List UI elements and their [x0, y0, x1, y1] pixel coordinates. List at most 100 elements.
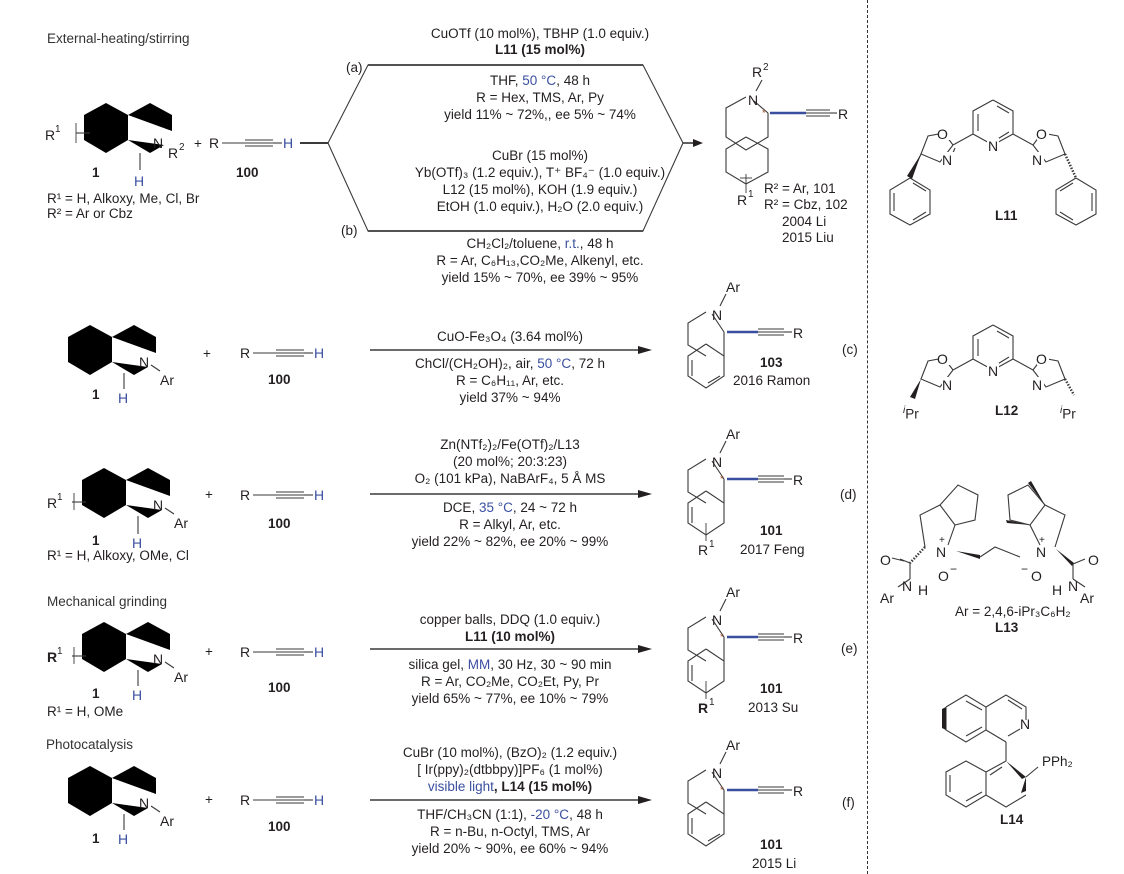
svg-text:R: R [793, 472, 803, 488]
route-b-ligand: L12 (15 mol%), KOH (1.9 equiv.) [442, 182, 638, 197]
route-e-ligand: L11 (10 mol%) [464, 629, 556, 644]
r1-substituents-d: R¹ = H, Alkoxy, OMe, Cl [47, 548, 189, 563]
reaction-arrow-f [370, 796, 652, 804]
product-102-label: R² = Cbz, 102 [764, 196, 848, 213]
reaction-arrow-c [370, 346, 652, 354]
svg-text:N: N [712, 765, 722, 781]
cond-text: THF/CH₃CN (1:1), [417, 807, 531, 822]
svg-text:O: O [1031, 568, 1042, 584]
cond-text: , 48 h [579, 236, 614, 251]
ligand-l14-label: L14 [1000, 812, 1024, 827]
route-f-scope: R = n-Bu, n-Octyl, TMS, Ar [430, 824, 590, 839]
route-b-conditions: CH₂Cl₂/toluene, r.t., 48 h [380, 235, 700, 252]
route-e-scope: R = Ar, CO₂Me, CO₂Et, Py, Pr [421, 674, 599, 689]
svg-text:R: R [793, 783, 803, 799]
cond-text: , 48 h [569, 807, 603, 822]
route-d-loading: (20 mol%; 20:3:23) [452, 454, 568, 469]
product-101-label: R² = Ar, 101 [764, 180, 836, 197]
svg-text:Ar: Ar [160, 372, 174, 388]
ball-mill-mm: MM [467, 657, 491, 672]
ref-2017-feng: 2017 Feng [740, 542, 805, 557]
svg-text:N: N [942, 377, 952, 393]
thiq-substrate-c: N Ar H [68, 325, 174, 406]
svg-text:R: R [793, 325, 803, 341]
atom-n: N [153, 135, 163, 151]
route-f-label: (f) [842, 795, 855, 810]
svg-text:H: H [134, 173, 144, 189]
compound-1-label: 1 [92, 533, 100, 548]
route-b-solvents: EtOH (1.0 equiv.), H₂O (2.0 equiv.) [436, 199, 644, 214]
svg-text:1: 1 [709, 697, 715, 708]
cond-text: THF, [490, 73, 523, 88]
section-photocatalysis: Photocatalysis [46, 737, 134, 752]
product-101-label: 101 [760, 523, 783, 538]
svg-text:N: N [748, 92, 758, 108]
route-b-scope: R = Ar, C₆H₁₃,CO₂Me, Alkenyl, etc. [436, 253, 644, 268]
visible-light: visible light [427, 779, 494, 794]
route-c-yield: yield 37% ~ 94% [459, 390, 561, 405]
ligand-l12-ipr-right: iPr [1060, 405, 1076, 422]
route-b-label: (b) [341, 223, 358, 238]
route-f-photocatalyst: [ Ir(ppy)₂(dtbbpy)]PF₆ (1 mol%) [417, 762, 603, 777]
thiq-substrate-f: N Ar H [68, 766, 174, 847]
svg-text:O: O [938, 568, 949, 584]
svg-text:Ar: Ar [726, 426, 740, 442]
compound-1-label: 1 [92, 831, 100, 846]
plus-sign: + [203, 346, 211, 361]
svg-text:N: N [1020, 716, 1030, 732]
route-e-conditions: silica gel, MM, 30 Hz, 30 ~ 90 min [370, 656, 650, 673]
svg-text:H: H [118, 390, 128, 406]
compound-100-label: 100 [236, 165, 259, 180]
cond-text: CH₂Cl₂/toluene, [466, 236, 565, 251]
svg-text:H: H [132, 687, 142, 703]
ligand-l14-loading: , L14 (15 mol%) [493, 779, 593, 794]
svg-text:O: O [937, 126, 948, 142]
temperature: 50 °C [537, 356, 572, 371]
svg-text:N: N [1036, 544, 1046, 560]
route-b-yield: yield 15% ~ 70%, ee 39% ~ 95% [441, 270, 639, 285]
temperature: r.t. [564, 236, 580, 251]
product-103: R N Ar [687, 279, 803, 389]
svg-text:Ar: Ar [174, 669, 188, 685]
ref-2015-li: 2015 Li [752, 856, 797, 871]
svg-text:+: + [1039, 535, 1045, 546]
alkyne-100-c: R H [240, 345, 324, 361]
ligand-l14-pph2: PPh₂ [1042, 754, 1073, 769]
route-a-reagents: CuOTf (10 mol%), TBHP (1.0 equiv.) [430, 26, 650, 41]
route-d-label: (d) [840, 487, 857, 502]
alkyne-100-f: R H [240, 792, 324, 808]
svg-text:R: R [698, 542, 708, 558]
svg-text:N: N [712, 454, 722, 470]
route-d-scope: R = Alkyl, Ar, etc. [459, 517, 561, 532]
route-a-ligand: L11 (15 mol%) [494, 42, 586, 57]
svg-text:H: H [1052, 582, 1062, 598]
svg-text:H: H [918, 582, 928, 598]
svg-text:H: H [314, 345, 324, 361]
svg-text:Ar: Ar [160, 813, 174, 829]
compound-100-label: 100 [268, 680, 291, 695]
ref-2016-ramon: 2016 Ramon [733, 373, 811, 388]
svg-text:R: R [737, 192, 747, 208]
svg-text:1: 1 [57, 646, 63, 657]
alkyne-100-e: R H [240, 644, 324, 660]
svg-text:H: H [314, 487, 324, 503]
svg-text:O: O [1036, 351, 1047, 367]
plus-sign: + [205, 792, 213, 807]
temperature: 35 °C [478, 500, 513, 515]
svg-text:N: N [1032, 152, 1042, 168]
compound-100-label: 100 [268, 819, 291, 834]
r2-ar-101: R² = Ar, 101 [764, 181, 836, 196]
svg-text:R: R [240, 792, 250, 808]
route-a-label: (a) [346, 60, 363, 75]
cond-text: DCE, [442, 500, 479, 515]
cond-text: , 48 h [556, 73, 590, 88]
svg-text:R: R [45, 127, 55, 143]
svg-text:H: H [132, 535, 142, 551]
svg-text:*: * [720, 474, 724, 484]
svg-text:*: * [720, 632, 724, 642]
svg-text:Ar: Ar [726, 279, 740, 295]
